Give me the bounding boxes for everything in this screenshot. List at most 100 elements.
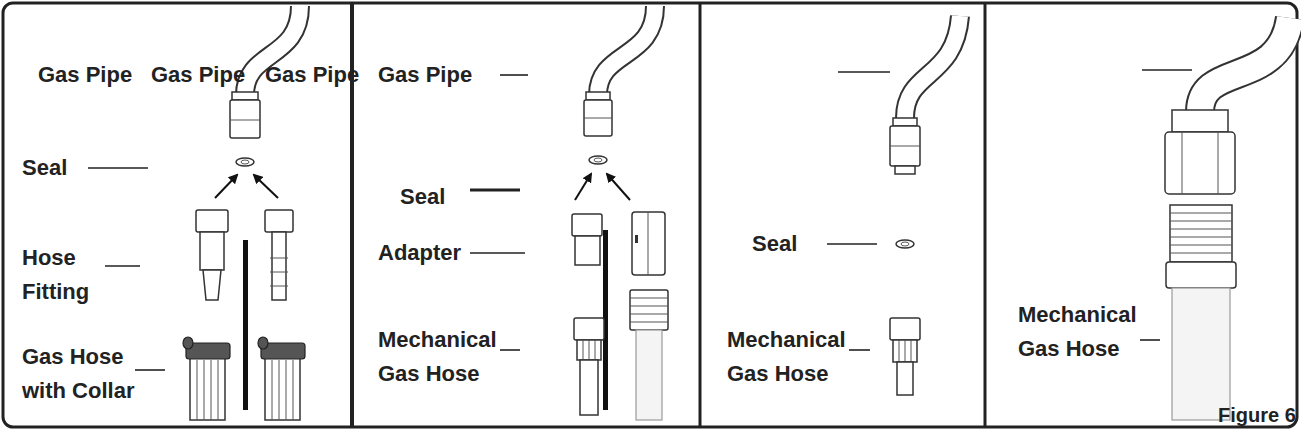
pipe-collar (1172, 110, 1228, 132)
pipe-collar (893, 118, 917, 126)
part-label: Gas Pipe (38, 58, 132, 92)
fit-arrow (254, 175, 278, 198)
leader-line (1142, 69, 1192, 71)
thread (1170, 253, 1232, 254)
hose (897, 362, 913, 395)
option-bar (243, 240, 248, 410)
pipe-outline (905, 16, 960, 118)
fit-arrow (575, 174, 591, 200)
thread (630, 298, 668, 299)
leader-line (105, 265, 140, 267)
hex-adapter (632, 212, 665, 275)
barb-ridge (270, 258, 288, 259)
part-label: Mechanical Gas Hose (1018, 298, 1148, 366)
pipe-tip (895, 166, 915, 174)
hex-nut (632, 212, 665, 275)
fit-arrow (607, 174, 630, 200)
seal-hole (594, 158, 602, 162)
hose (636, 330, 662, 420)
part-label: Mechanical Gas Hose (727, 323, 857, 391)
nut-edge (230, 120, 260, 121)
barb-body (272, 232, 286, 300)
hose-rib (279, 360, 280, 420)
hex-mark (635, 235, 638, 243)
hose (580, 360, 598, 415)
hose (1172, 288, 1230, 420)
pipe-outline (1200, 18, 1290, 112)
part-label: Hose Fitting (22, 241, 117, 309)
hose-rib (211, 360, 212, 420)
thread (1170, 229, 1232, 230)
fitting-body (200, 232, 224, 270)
leader-line (838, 71, 890, 73)
seal-ring (896, 240, 914, 248)
mechanical-hose (630, 290, 668, 420)
ferrule-rib (595, 340, 596, 360)
figure-frame (3, 3, 1297, 427)
hose-rib (204, 360, 205, 420)
figure-number: Figure 6 (1218, 398, 1296, 431)
adapter-body (575, 236, 600, 265)
gas-pipe (1165, 18, 1290, 194)
pipe-collar (586, 92, 610, 100)
leader-line (1140, 339, 1160, 341)
thread (1170, 221, 1232, 222)
barb-nut (265, 210, 293, 232)
thread (630, 322, 668, 323)
hose-rib (293, 360, 294, 420)
part-label: Gas Hose with Collar (22, 340, 147, 408)
part-label: Seal (752, 227, 797, 261)
threaded-end (630, 290, 668, 330)
seal-ring (236, 158, 254, 166)
hose-rib (218, 360, 219, 420)
part-label: Mechanical Gas Hose (378, 323, 508, 391)
barb-ridge (270, 272, 288, 273)
collared-hose (183, 337, 230, 420)
part-label: Gas Pipe (265, 58, 359, 92)
pipe-outline (598, 6, 655, 95)
ferrule-rib (911, 340, 912, 362)
nut-edge (1182, 132, 1183, 194)
leader-line (500, 74, 528, 76)
barb-ridge (270, 286, 288, 287)
leader-line (849, 349, 870, 351)
nut-edge (1218, 132, 1219, 194)
nut-edge (890, 146, 920, 147)
pipe-nut (584, 100, 612, 136)
hose (265, 355, 300, 420)
adapter (572, 214, 602, 265)
thread (1170, 237, 1232, 238)
gas-pipe (890, 16, 960, 174)
mechanical-hose (574, 318, 604, 415)
fitting-tail (203, 270, 221, 300)
thread (1170, 213, 1232, 214)
seal-ring (589, 156, 607, 164)
pipe-body (598, 6, 655, 95)
part-label: Gas Pipe (378, 58, 472, 92)
pipe-body (905, 16, 960, 118)
gas-pipe (584, 6, 655, 136)
leader-line (470, 252, 525, 254)
part-label: Adapter (378, 236, 461, 270)
thread (630, 306, 668, 307)
fit-arrow (215, 175, 237, 198)
leader-line (88, 167, 148, 169)
collar-clip (258, 337, 268, 349)
collar-clip (183, 337, 193, 349)
hose-fitting (196, 210, 228, 300)
pipe-collar (232, 92, 258, 100)
hex-edge (648, 212, 649, 275)
ferrule-rib (589, 340, 590, 360)
nut-edge (584, 118, 612, 119)
hose-barb (265, 210, 293, 300)
fitting-nut (196, 210, 228, 232)
leader-line (500, 349, 520, 351)
pipe-nut (1165, 132, 1235, 194)
hose-ferrule (577, 340, 601, 360)
pipe-body (1200, 18, 1290, 112)
pipe-nut (230, 100, 260, 138)
part-label: Seal (22, 151, 67, 185)
hose (190, 355, 225, 420)
leader-line (135, 369, 165, 371)
